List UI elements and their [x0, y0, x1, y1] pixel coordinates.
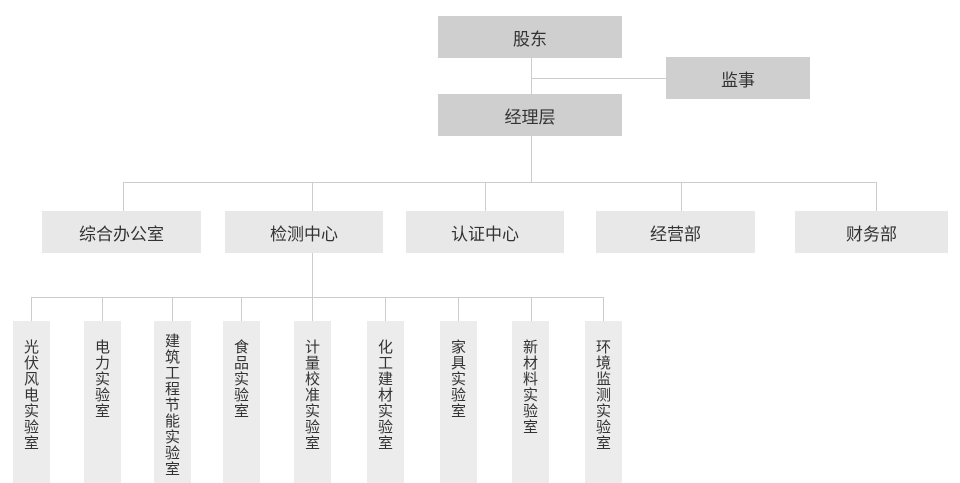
connector-line [531, 78, 666, 79]
connector-line [31, 297, 32, 321]
connector-line [681, 182, 682, 211]
lab-label: 光伏风电实验室 [22, 339, 40, 451]
department-box: 认证中心 [406, 211, 564, 253]
connector-line [312, 253, 313, 297]
department-box: 综合办公室 [42, 211, 201, 253]
lab-label: 家具实验室 [449, 339, 467, 419]
lab-box: 电力实验室 [84, 321, 121, 483]
connector-line [312, 182, 313, 211]
lab-label: 新材料实验室 [521, 339, 539, 435]
connector-line [385, 297, 386, 321]
connector-line [876, 182, 877, 211]
connector-line [172, 297, 173, 321]
department-label: 检测中心 [270, 224, 338, 245]
lab-label: 环境监测实验室 [594, 339, 612, 451]
lab-label: 化工建材实验室 [376, 339, 394, 451]
management-label: 经理层 [504, 107, 556, 128]
management-box: 经理层 [438, 94, 622, 136]
lab-box: 新材料实验室 [512, 321, 549, 483]
lab-label: 电力实验室 [93, 339, 111, 419]
connector-line [458, 297, 459, 321]
department-label: 综合办公室 [79, 224, 164, 245]
lab-box: 计量校准实验室 [294, 321, 331, 483]
connector-line [102, 297, 103, 321]
lab-box: 化工建材实验室 [367, 321, 404, 483]
lab-label: 食品实验室 [232, 339, 250, 419]
connector-line [31, 297, 604, 298]
connector-line [123, 182, 877, 183]
shareholders-box: 股东 [438, 16, 622, 58]
department-label: 认证中心 [451, 224, 519, 245]
connector-line [603, 297, 604, 321]
connector-line [531, 136, 532, 182]
department-box: 经营部 [596, 211, 755, 253]
connector-line [531, 58, 532, 94]
connector-line [485, 182, 486, 211]
department-label: 财务部 [846, 224, 897, 245]
connector-line [312, 297, 313, 321]
lab-box: 建筑工程节能实验室 [154, 321, 191, 483]
supervisor-label: 监事 [721, 70, 755, 91]
department-box: 检测中心 [225, 211, 383, 253]
shareholders-label: 股东 [513, 29, 547, 50]
lab-label: 计量校准实验室 [303, 339, 321, 451]
department-box: 财务部 [795, 211, 948, 253]
lab-box: 家具实验室 [440, 321, 477, 483]
lab-box: 食品实验室 [223, 321, 260, 483]
lab-box: 光伏风电实验室 [13, 321, 50, 483]
connector-line [123, 182, 124, 211]
lab-label: 建筑工程节能实验室 [163, 333, 181, 477]
connector-line [531, 297, 532, 321]
department-label: 经营部 [650, 224, 701, 245]
supervisor-box: 监事 [666, 57, 810, 99]
lab-box: 环境监测实验室 [585, 321, 622, 483]
connector-line [241, 297, 242, 321]
